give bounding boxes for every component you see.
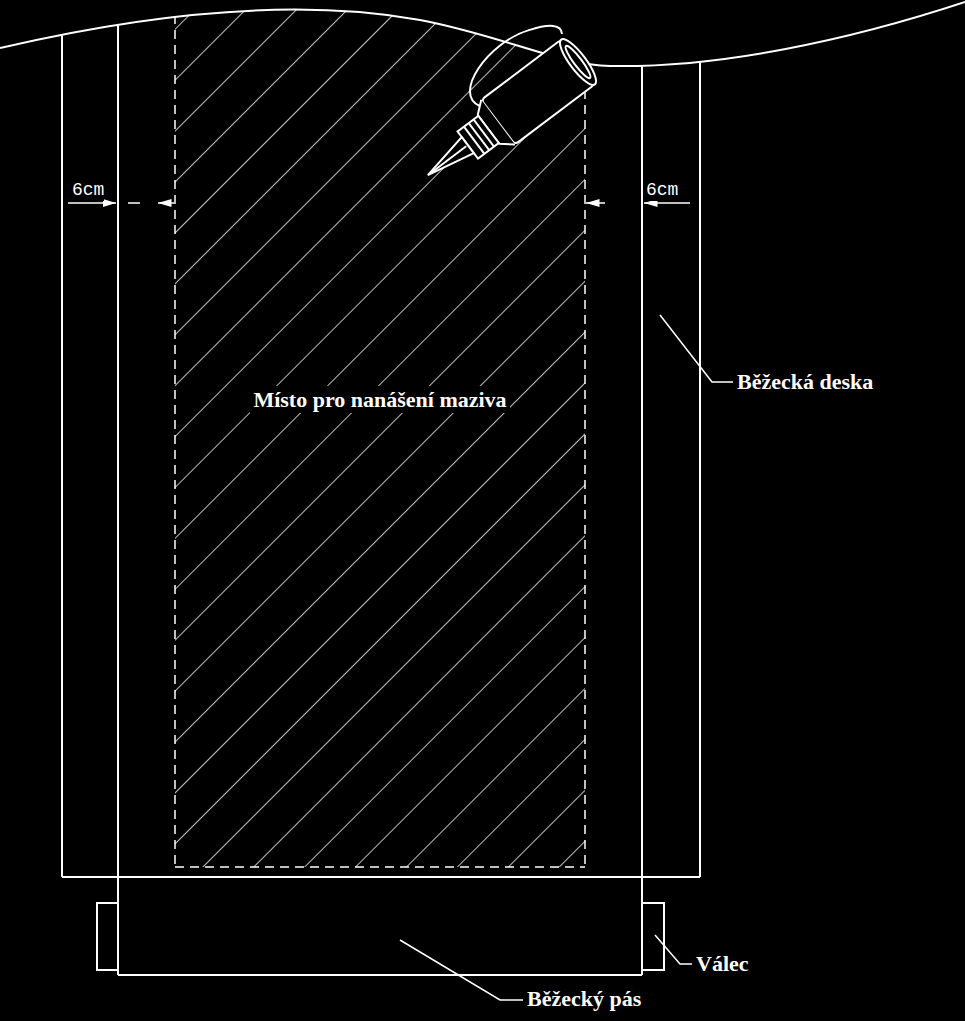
- dimension-label: 6cm: [646, 180, 678, 201]
- part-label: Běžecká deska: [737, 369, 873, 394]
- part-label: Běžecký pás: [527, 986, 641, 1011]
- oil-bottle: [392, 9, 602, 197]
- running-belt: [118, 0, 642, 975]
- zone-label: Místo pro nanášení maziva: [250, 386, 509, 413]
- break-line: [0, 2, 965, 66]
- break-cover: [0, 0, 965, 66]
- dimension-arrows: [68, 202, 690, 204]
- leader-lines: [400, 315, 733, 1000]
- lubrication-zone: Místo pro nanášení maziva: [175, 0, 585, 867]
- dimension-label: 6cm: [72, 180, 104, 201]
- part-label: Válec: [696, 951, 749, 976]
- running-board: [62, 0, 700, 877]
- roller: [97, 903, 664, 970]
